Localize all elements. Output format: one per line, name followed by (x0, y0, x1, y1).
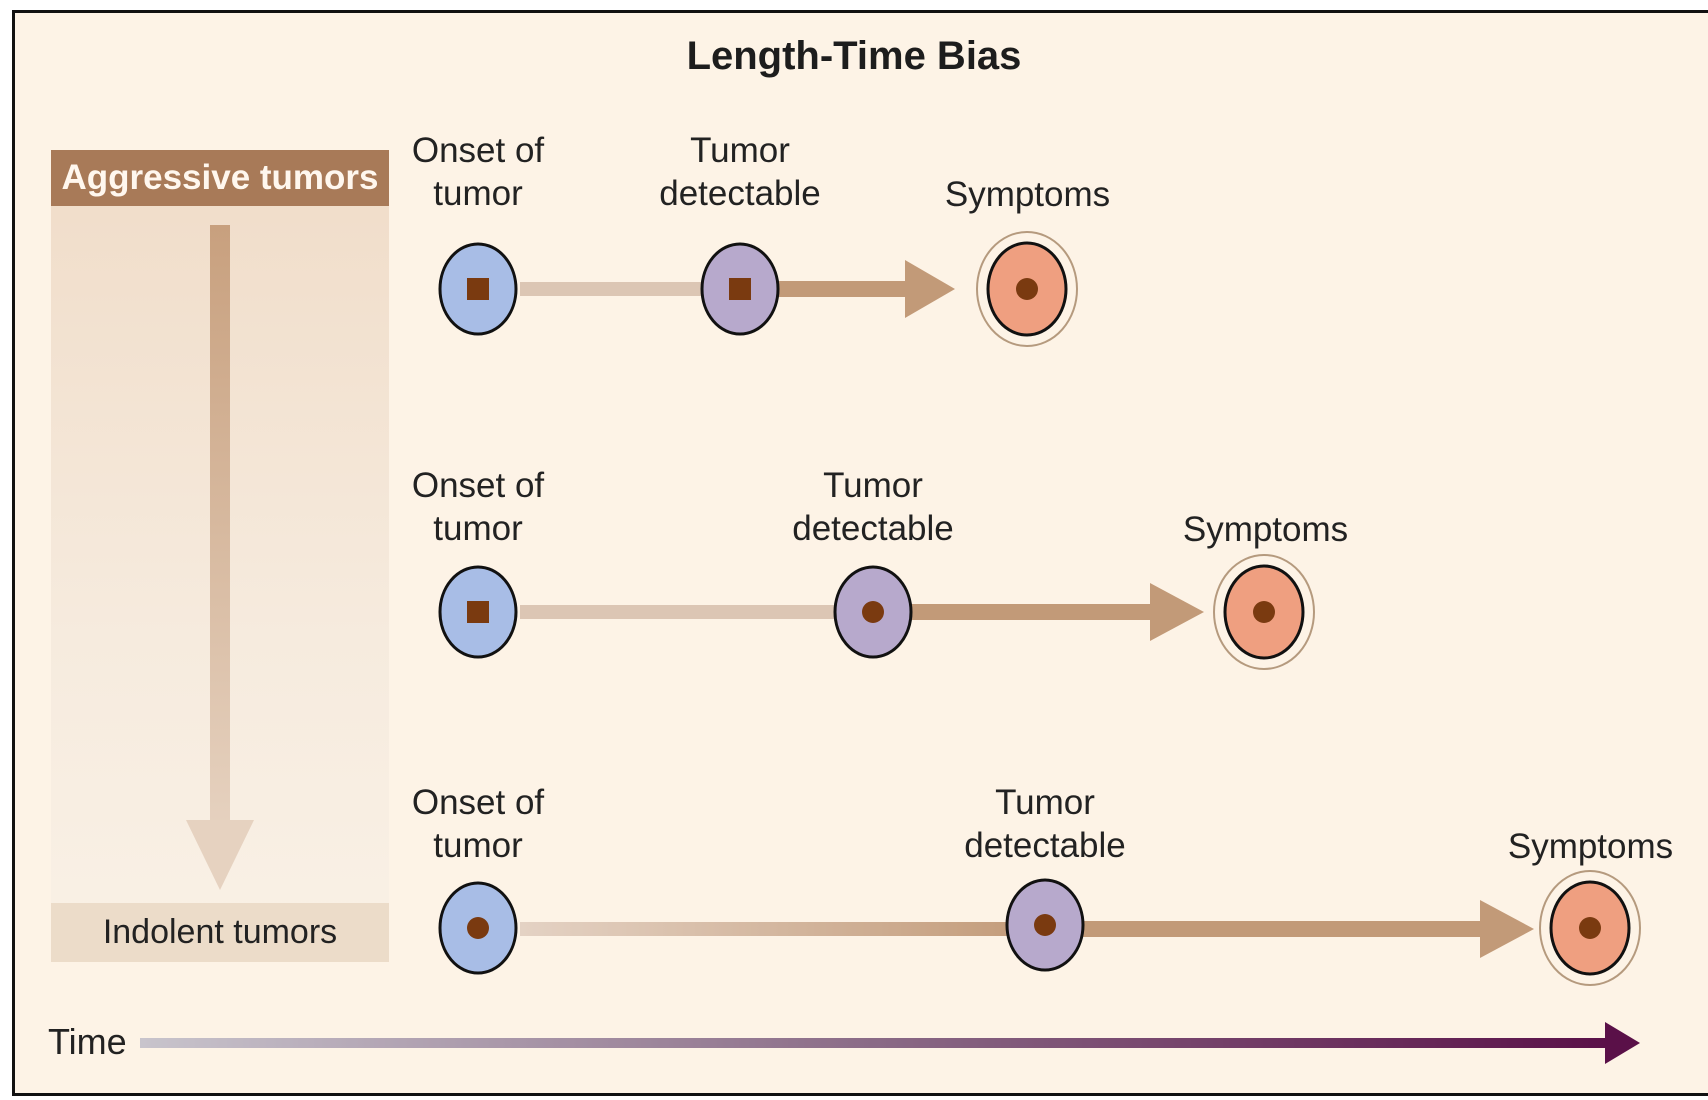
row-1-detectable-label: Tumor detectable (640, 129, 840, 215)
time-axis-label: Time (48, 1021, 127, 1063)
row-2-detectable-cell (835, 567, 911, 657)
row-3-onset-cell (440, 883, 516, 973)
row-1-symptoms-label: Symptoms (930, 173, 1125, 216)
row-2-onset-label: Onset of tumor (398, 464, 558, 550)
row-3-detectable-label: Tumor detectable (945, 781, 1145, 867)
row-2-detectable-label: Tumor detectable (773, 464, 973, 550)
row-2-onset-cell (440, 567, 516, 657)
row-2-symptoms-label: Symptoms (1168, 508, 1363, 551)
row-1-onset-cell (440, 244, 516, 334)
row-3-symptoms-cell (1540, 871, 1640, 985)
row-1-onset-label: Onset of tumor (398, 129, 558, 215)
row-3-symptoms-label: Symptoms (1493, 825, 1688, 868)
row-3-onset-label: Onset of tumor (398, 781, 558, 867)
row-1-symptoms-cell (977, 232, 1077, 346)
aggressiveness-down-arrow (186, 225, 254, 890)
row-2-symptoms-cell (1214, 555, 1314, 669)
time-arrow (140, 1022, 1640, 1064)
row-1-detectable-cell (702, 244, 778, 334)
row-3-detectable-cell (1007, 880, 1083, 970)
